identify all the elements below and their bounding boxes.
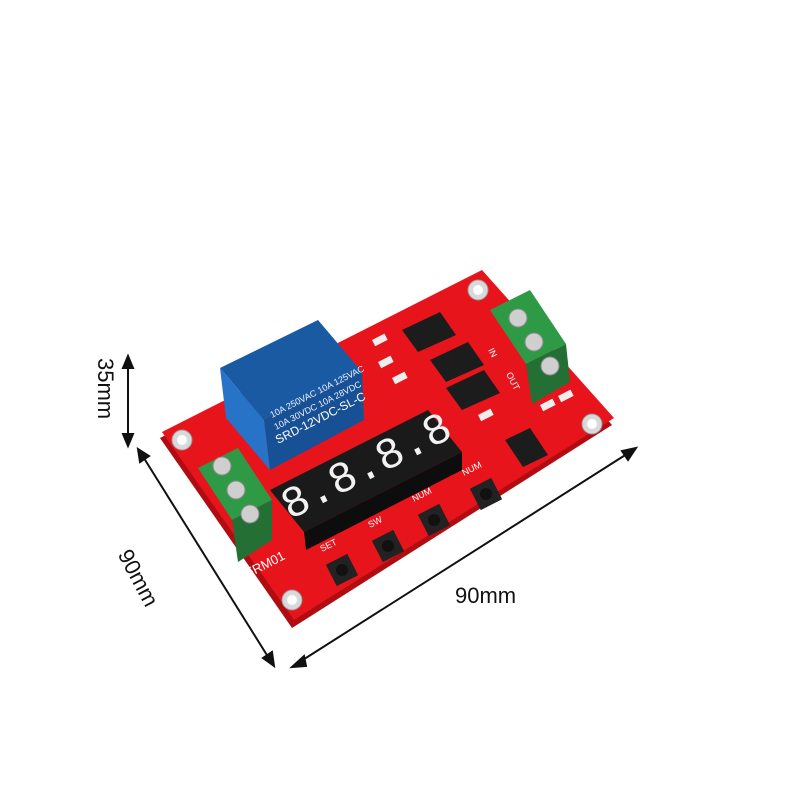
ic-chip-3 — [446, 370, 500, 410]
width-arrow-top — [136, 446, 151, 464]
width-dimension-line — [141, 454, 271, 661]
length-arrow-left — [289, 654, 308, 669]
terminal-block-right — [490, 290, 570, 404]
dimension-lines — [121, 353, 639, 669]
ic-chips — [402, 312, 548, 467]
length-arrow-right — [620, 446, 639, 462]
relay: 10A 250VAC 10A 125VAC 10A 30VDC 10A 28VD… — [220, 320, 368, 470]
length-dimension-label: 90mm — [455, 583, 517, 608]
width-arrow-bottom — [261, 650, 276, 669]
ic-chip-1 — [402, 312, 456, 352]
terminal-block-left — [198, 448, 272, 562]
ic-chip-2 — [430, 342, 484, 382]
height-arrow-top — [121, 353, 135, 369]
regulator-chip — [505, 428, 548, 467]
length-dimension-line — [297, 451, 631, 664]
smd-components — [372, 333, 574, 422]
height-dimension-label: 35mm — [93, 358, 118, 420]
pin-in-label: IN — [486, 346, 499, 359]
height-arrow-bottom — [121, 433, 135, 449]
